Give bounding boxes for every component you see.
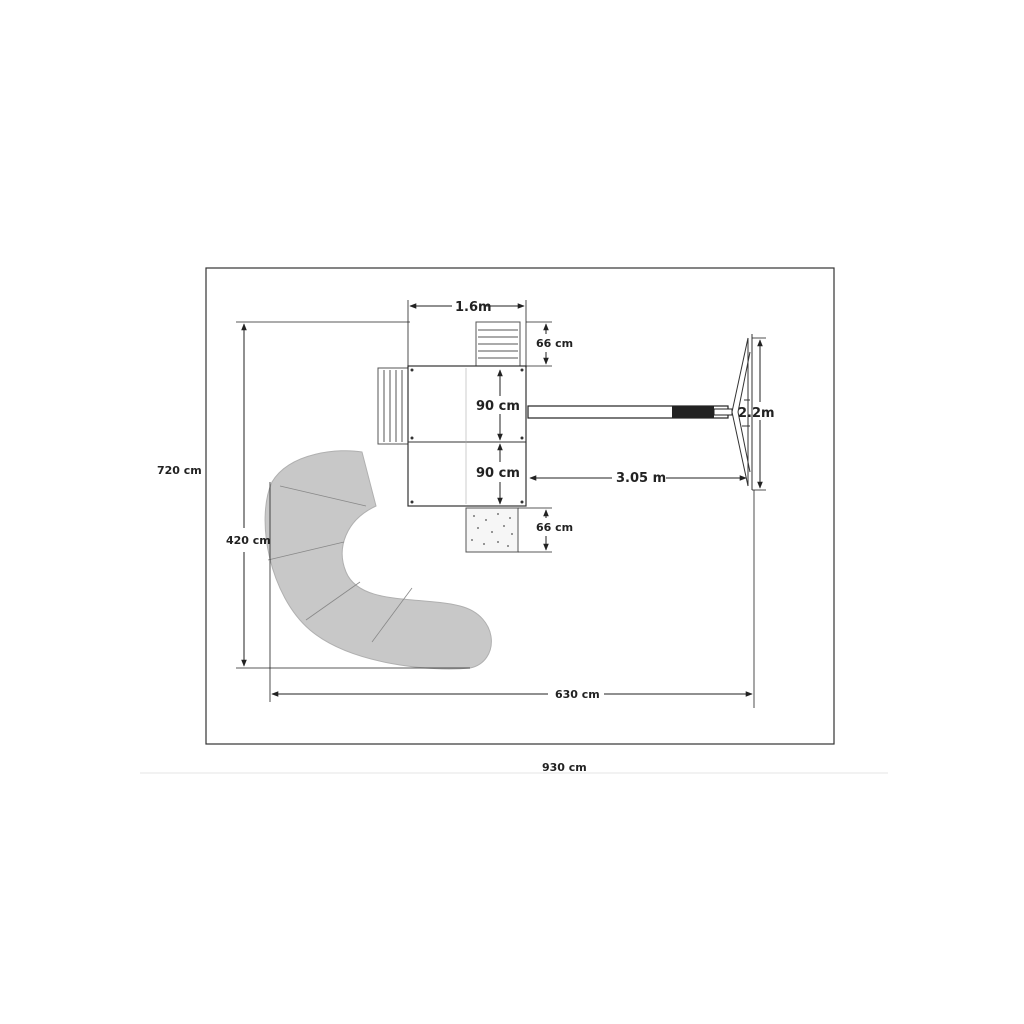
dimension-top-width bbox=[407, 300, 527, 368]
ladder bbox=[475, 321, 521, 367]
dimension-inner-width bbox=[269, 482, 755, 708]
curved-slide bbox=[264, 450, 492, 670]
label-swing-beam: 3.05 m bbox=[616, 471, 666, 486]
side-steps bbox=[377, 367, 409, 445]
label-deck-upper: 90 cm bbox=[476, 399, 520, 414]
bottom-step-platform bbox=[465, 507, 519, 553]
label-outer-width: 930 cm bbox=[542, 761, 587, 774]
dimension-step-depth bbox=[518, 507, 552, 553]
label-swing-width: 2.2m bbox=[738, 406, 775, 421]
dimension-swing-width bbox=[752, 337, 766, 491]
dimension-inner-height bbox=[236, 321, 470, 669]
label-top-width: 1.6m bbox=[455, 300, 492, 315]
swing-beam bbox=[527, 405, 733, 419]
swing-a-frame bbox=[731, 334, 753, 490]
dimension-ladder-depth bbox=[526, 321, 552, 367]
label-inner-height: 420 cm bbox=[226, 534, 271, 547]
label-inner-width: 630 cm bbox=[555, 688, 600, 701]
label-step-depth: 66 cm bbox=[536, 521, 573, 534]
label-ladder-depth: 66 cm bbox=[536, 337, 573, 350]
outer-area-border bbox=[205, 267, 835, 745]
label-outer-height: 720 cm bbox=[157, 464, 202, 477]
tower-deck bbox=[407, 365, 527, 507]
label-deck-lower: 90 cm bbox=[476, 466, 520, 481]
